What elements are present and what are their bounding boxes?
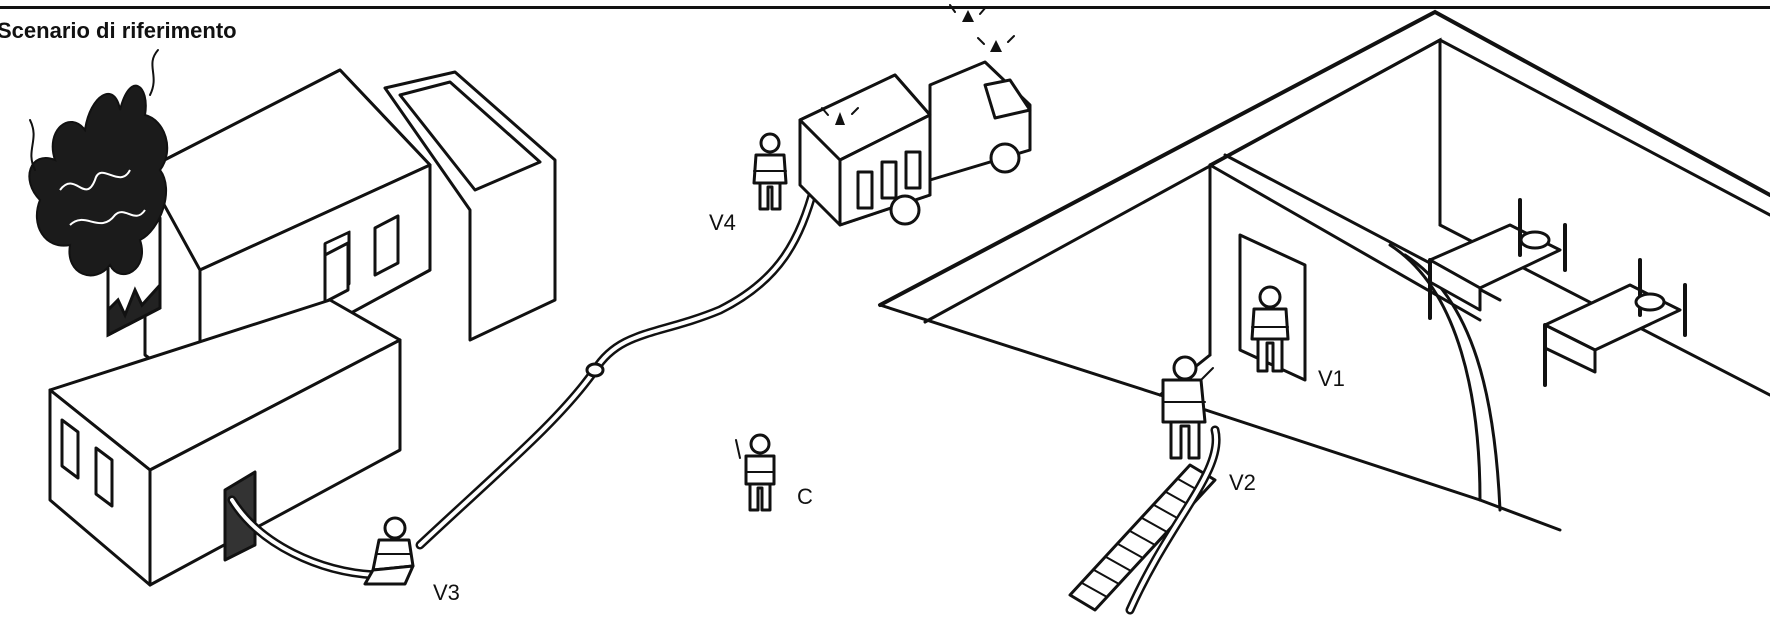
firefighter-v3	[365, 518, 413, 584]
firefighter-v2	[1163, 357, 1213, 458]
commander-c	[736, 435, 774, 510]
label-c: C	[797, 484, 813, 509]
label-v4: V4	[709, 210, 736, 235]
bed-2	[1545, 260, 1685, 385]
label-v1: V1	[1318, 366, 1345, 391]
label-v3: V3	[433, 580, 460, 605]
label-v2: V2	[1229, 470, 1256, 495]
firefighter-v4	[754, 134, 786, 209]
fire-truck	[800, 5, 1030, 225]
